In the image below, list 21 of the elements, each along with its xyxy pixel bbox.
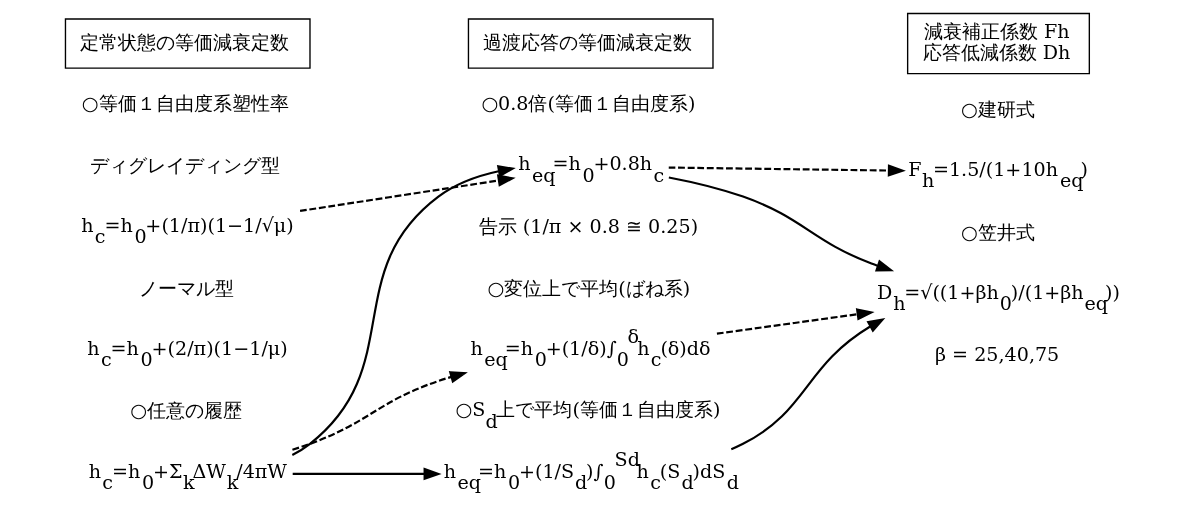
- label: 告示 (1/π × 0.8 ≅ 0.25): [478, 215, 698, 239]
- label: ○建研式: [960, 97, 1035, 121]
- node-box: 減衰補正係数 Fh 応答低減係数 Dh: [906, 12, 1090, 75]
- arrow: [291, 165, 516, 456]
- arrow: [668, 176, 894, 272]
- arrow: [716, 308, 875, 335]
- arrow: [291, 371, 468, 451]
- arrow: [668, 164, 906, 177]
- node-box: 定常状態の等価減衰定数: [64, 18, 311, 69]
- label: ○変位上で平均(ばね系): [487, 276, 690, 300]
- label: β = 25,40,75: [934, 343, 1059, 367]
- label: ○0.8倍(等価１自由度系): [480, 92, 695, 116]
- arrow: [730, 318, 885, 451]
- label: ○任意の履歴: [129, 399, 242, 423]
- label: ○等価１自由度系塑性率: [81, 92, 289, 116]
- label: ノーマル型: [138, 276, 234, 300]
- arrow: [292, 467, 442, 481]
- label: ○笠井式: [960, 220, 1035, 244]
- label: ディグレイディング型: [89, 153, 280, 177]
- node-box: 過渡応答の等価減衰定数: [467, 18, 714, 69]
- arrow: [299, 174, 516, 213]
